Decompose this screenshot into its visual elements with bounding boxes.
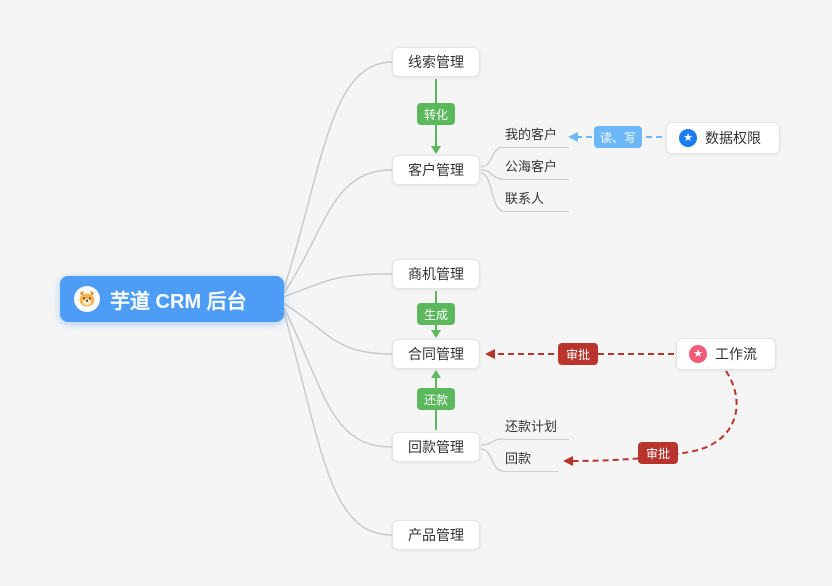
topic-receivable[interactable]: 回款管理 <box>392 432 480 462</box>
arrowhead-convert <box>431 146 441 154</box>
topic-product[interactable]: 产品管理 <box>392 520 480 550</box>
green-flow-edges <box>431 79 441 430</box>
badge-repay[interactable]: 还款 <box>417 388 455 410</box>
edge-root-product <box>282 308 393 536</box>
edge-root-contract <box>282 302 393 355</box>
star-pink-icon: ★ <box>689 345 707 363</box>
arrowhead-approve-contract <box>485 349 495 359</box>
badge-read-write[interactable]: 读、写 <box>594 126 642 148</box>
badge-approve-receivable[interactable]: 审批 <box>638 442 678 464</box>
subtopic-repay-plan[interactable]: 还款计划 <box>503 419 569 440</box>
workflow-label: 工作流 <box>715 346 757 362</box>
data-permission-label: 数据权限 <box>705 130 761 146</box>
arrowhead-approve-receivable <box>563 456 573 466</box>
subtopic-edges <box>480 146 504 472</box>
dog-icon <box>74 286 100 312</box>
node-data-permission[interactable]: ★ 数据权限 <box>666 122 780 154</box>
arrowhead-permission <box>568 132 578 142</box>
root-label: 芋道 CRM 后台 <box>110 290 247 313</box>
arrowhead-repay <box>431 370 441 378</box>
edge-approve-receivable <box>571 370 738 462</box>
subtopic-receipt[interactable]: 回款 <box>503 451 559 472</box>
arrowhead-generate <box>431 330 441 338</box>
root-node-crm[interactable]: 芋道 CRM 后台 <box>60 276 284 322</box>
topic-leads[interactable]: 线索管理 <box>392 47 480 77</box>
edge-customer-my <box>480 146 504 168</box>
subtopic-contact[interactable]: 联系人 <box>503 191 569 212</box>
badge-convert[interactable]: 转化 <box>417 103 455 125</box>
badge-approve-contract[interactable]: 审批 <box>558 343 598 365</box>
topic-customer[interactable]: 客户管理 <box>392 155 480 185</box>
subtopic-public-customer[interactable]: 公海客户 <box>503 159 569 180</box>
badge-generate[interactable]: 生成 <box>417 303 455 325</box>
edge-receivable-plan <box>480 438 504 446</box>
star-blue-icon: ★ <box>679 129 697 147</box>
edge-root-receivable <box>282 305 393 448</box>
edge-receivable-receipt <box>480 448 504 472</box>
edge-root-customer <box>282 169 393 295</box>
node-workflow[interactable]: ★ 工作流 <box>676 338 776 370</box>
edge-customer-public <box>480 169 504 180</box>
topic-contract[interactable]: 合同管理 <box>392 339 480 369</box>
topic-opportunity[interactable]: 商机管理 <box>392 259 480 289</box>
edge-root-leads <box>282 61 393 292</box>
edge-customer-contact <box>480 172 504 212</box>
root-branch-edges <box>282 61 393 536</box>
subtopic-my-customer[interactable]: 我的客户 <box>503 127 569 148</box>
edge-root-opportunity <box>282 273 393 298</box>
